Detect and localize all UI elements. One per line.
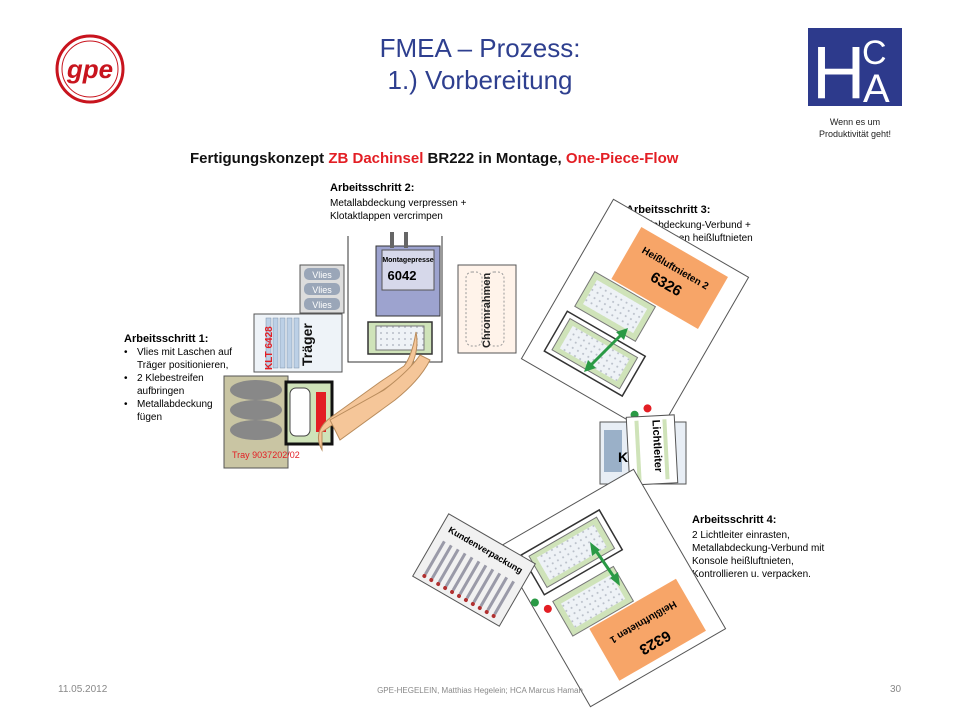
svg-text:•: • — [124, 373, 128, 384]
hca-letter-h: H — [812, 31, 865, 106]
heading-part-3: BR222 in Montage, — [423, 150, 566, 167]
transfer-arrow-step3 — [584, 328, 628, 372]
step4-line3: Konsole heißluftnieten, — [692, 556, 794, 567]
vlies-label-1: Vlies — [312, 270, 332, 280]
press-station: Montagepresse 6042 — [347, 232, 443, 363]
step4-title: Arbeitsschritt 4: — [692, 514, 776, 526]
slide-title-line2: 1.) Vorbereitung — [387, 65, 573, 95]
step1-bullet1-line1: Vlies mit Laschen auf — [137, 347, 232, 358]
tray-label: Tray 9037202/02 — [232, 450, 300, 460]
step2-line1: Metallabdeckung verpressen + — [330, 198, 467, 209]
step3-line1: Metallabdeckung-Verbund + — [626, 220, 751, 231]
station-heissluftnieten-2: Heißluftnieten 2 6326 — [520, 198, 750, 438]
vlies-label-3: Vlies — [312, 300, 332, 310]
chromrahmen-box: Chromrahmen — [457, 264, 517, 354]
traeger-label: Träger — [299, 323, 315, 366]
step4-line1: 2 Lichtleiter einrasten, — [692, 530, 790, 541]
hca-logo: H C A — [808, 28, 902, 106]
press-number: 6042 — [388, 268, 417, 283]
step3-line2: Chromrahmen heißluftnieten — [626, 233, 753, 244]
work-fixture-step1 — [284, 380, 334, 446]
klt-label: KLT 6428 — [264, 326, 275, 370]
station-heissluftnieten-1: 6323 Heißluftnieten 1 — [497, 468, 727, 708]
footer-page-number: 30 — [890, 684, 902, 695]
step1-text: Arbeitsschritt 1: • Vlies mit Laschen au… — [124, 333, 232, 423]
lichtleiter-label: Lichtleiter — [649, 419, 664, 473]
step2-title: Arbeitsschritt 2: — [330, 182, 414, 194]
step2-line2: Klotaktlappen vercrimpen — [330, 211, 443, 222]
step4-text: Arbeitsschritt 4: 2 Lichtleiter einraste… — [692, 514, 825, 580]
footer-date: 11.05.2012 — [58, 684, 108, 695]
step1-bullet1-line2: Träger positionieren, — [137, 360, 228, 371]
kundenverpackung-box: Kundenverpackung — [412, 513, 536, 627]
vlies-stack: Vlies Vlies Vlies — [299, 264, 345, 314]
diagram-heading: Fertigungskonzept ZB Dachinsel BR222 in … — [190, 150, 679, 167]
hca-tagline: Wenn es um Produktivität geht! — [790, 116, 920, 140]
slide-title-line1: FMEA – Prozess: — [379, 33, 581, 63]
klt-traeger-box: KLT 6428 Träger — [253, 313, 343, 373]
hca-tagline-line2: Produktivität geht! — [818, 129, 892, 139]
step1-bullet3-line1: Metallabdeckung — [137, 399, 213, 410]
heading-part-1: Fertigungskonzept — [190, 150, 328, 167]
step4-line2: Metallabdeckung-Verbund mit — [692, 543, 825, 554]
transfer-arrow-step4 — [590, 542, 620, 586]
step4-line4: Kontrollieren u. verpacken. — [692, 569, 811, 580]
vlies-label-2: Vlies — [312, 285, 332, 295]
hca-letter-a: A — [863, 67, 890, 106]
hca-tagline-line1: Wenn es um — [829, 117, 881, 127]
step1-title: Arbeitsschritt 1: — [124, 333, 208, 345]
gpe-logo-text: gpe — [66, 54, 113, 84]
press-label: Montagepresse — [382, 257, 433, 264]
step3-title: Arbeitsschritt 3: — [626, 204, 710, 216]
step1-bullet2-line1: 2 Klebestreifen — [137, 373, 204, 384]
step2-text: Arbeitsschritt 2: Metallabdeckung verpre… — [330, 182, 467, 222]
lichtleiter-box: Lichtleiter — [625, 414, 679, 486]
step1-bullet3-line2: fügen — [137, 412, 162, 423]
hca-letter-c: C — [862, 34, 887, 72]
chromrahmen-label: Chromrahmen — [481, 273, 493, 348]
footer-credit: GPE-HEGELEIN, Matthias Hegelein; HCA Mar… — [377, 686, 583, 695]
svg-text:•: • — [124, 347, 128, 358]
heading-part-4: One-Piece-Flow — [566, 150, 679, 167]
tray: Tray 9037202/02 — [223, 375, 300, 469]
step1-bullet2-line2: aufbringen — [137, 386, 184, 397]
step3-text: Arbeitsschritt 3: Metallabdeckung-Verbun… — [626, 204, 753, 244]
svg-text:•: • — [124, 399, 128, 410]
gpe-logo: gpe — [55, 34, 125, 104]
heading-part-2: ZB Dachinsel — [328, 150, 423, 167]
